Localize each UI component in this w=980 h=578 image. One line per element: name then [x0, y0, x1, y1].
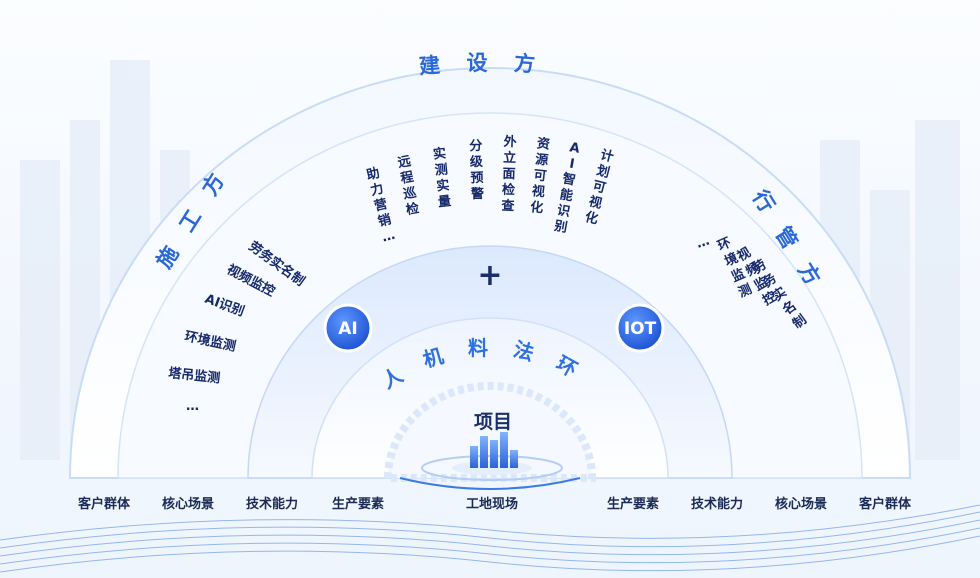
- top-column: 资源可视化: [529, 135, 550, 216]
- iot-badge-label: IOT: [624, 319, 657, 339]
- top-column-text: AI智能识别: [552, 140, 582, 236]
- bottom-label-left: 生产要素: [332, 496, 384, 512]
- building-icon: [421, 432, 563, 481]
- top-column: AI智能识别: [552, 140, 582, 236]
- top-column: 助力营销…: [365, 165, 397, 246]
- bottom-label-left: 核心场景: [162, 496, 214, 512]
- bottom-label-right: 客户群体: [859, 496, 912, 512]
- right-column-text: 环境监测: [716, 235, 755, 301]
- right-column-text: …: [694, 234, 711, 252]
- left-item: 塔吊监测: [168, 365, 221, 386]
- top-column: 分级预警: [469, 138, 485, 202]
- top-column-text: 外立面检查: [500, 134, 518, 214]
- top-column: 实测实量: [432, 145, 452, 210]
- ai-badge: AI: [323, 303, 373, 353]
- bottom-label-center: 工地现场: [466, 496, 518, 512]
- top-column-text: 资源可视化: [529, 135, 550, 216]
- bottom-labels: 客户群体 核心场景 技术能力 生产要素 工地现场 生产要素 技术能力 核心场景 …: [78, 496, 912, 512]
- top-column: 外立面检查: [500, 134, 518, 214]
- right-column: 环境监测: [716, 235, 755, 301]
- bottom-label-right: 核心场景: [775, 496, 827, 512]
- left-item: …: [186, 399, 199, 414]
- iot-badge: IOT: [615, 303, 665, 353]
- right-column: …: [694, 234, 711, 252]
- bottom-label-right: 生产要素: [607, 496, 659, 512]
- core-circle: [383, 382, 597, 482]
- top-ring-label: 建设方: [418, 51, 562, 79]
- wave-decoration: [0, 504, 980, 573]
- center-title: 项目: [474, 411, 512, 433]
- baseline-arc: [399, 477, 581, 490]
- top-column-text: 分级预警: [469, 138, 485, 202]
- top-column-text: 计划可视化: [583, 147, 615, 228]
- bottom-label-right: 技术能力: [691, 496, 743, 512]
- plus-symbol: +: [477, 258, 502, 293]
- top-column: 远程巡检: [397, 154, 421, 218]
- top-column-text: 远程巡检: [397, 154, 421, 218]
- ai-badge-label: AI: [338, 319, 357, 339]
- top-column: 计划可视化: [583, 147, 615, 228]
- bottom-label-left: 技术能力: [246, 496, 298, 512]
- bottom-label-left: 客户群体: [78, 496, 131, 512]
- top-column-text: 实测实量: [432, 145, 452, 210]
- top-column-text: 助力营销…: [365, 165, 397, 246]
